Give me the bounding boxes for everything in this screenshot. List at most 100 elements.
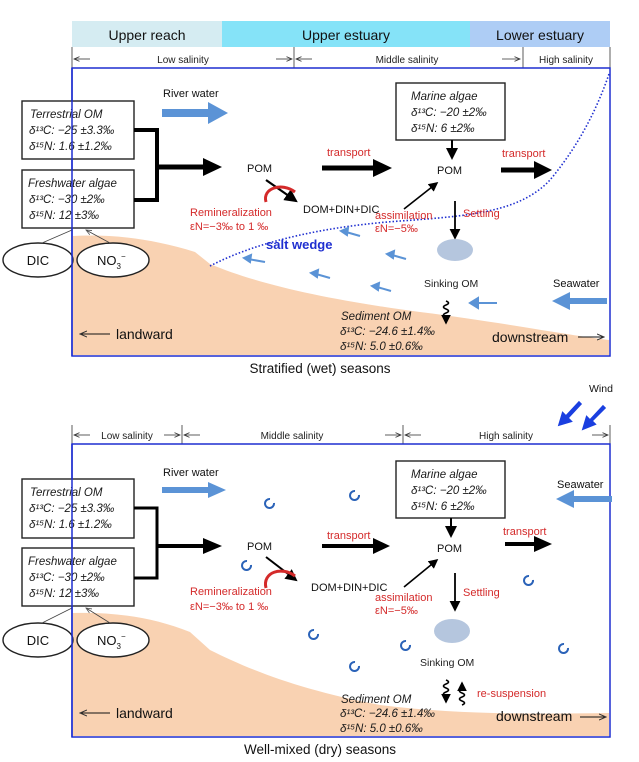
sinking-om-particle-icon-bottom bbox=[434, 619, 470, 643]
seawater-label-bottom: Seawater bbox=[557, 479, 604, 491]
dom-din-dic-label-top: DOM+DIN+DIC bbox=[303, 204, 379, 216]
wind-arrow-icon-1 bbox=[557, 400, 583, 427]
wind-label: Wind bbox=[589, 383, 613, 395]
deposition-squiggle-icon-bottom bbox=[441, 679, 451, 704]
marine-algae-title-top: Marine algae bbox=[411, 91, 477, 103]
transport-arrow-2-top bbox=[534, 161, 552, 179]
transport-arrow-1-top bbox=[373, 159, 392, 177]
salt-wedge-boundary bbox=[209, 73, 610, 267]
salinity-high-bottom: High salinity bbox=[479, 431, 533, 442]
freshwater-algae-n-top: δ¹⁵N: 12 ±3‰ bbox=[29, 210, 99, 222]
salt-wedge-inflow-arrows bbox=[241, 226, 497, 310]
transport-label-1-top: transport bbox=[327, 147, 370, 159]
mixing-icon bbox=[241, 560, 252, 571]
salinity-low-bottom: Low salinity bbox=[101, 431, 153, 442]
sediment-om-c-top: δ¹³C: −24.6 ±1.4‰ bbox=[340, 326, 435, 338]
settling-label-top: Settling bbox=[463, 208, 500, 220]
no3-ellipse-bottom bbox=[76, 622, 150, 658]
marine-algae-c-bottom: δ¹³C: −20 ±2‰ bbox=[411, 485, 487, 497]
pom-label-2-bottom: POM bbox=[437, 543, 462, 555]
assimilation-label-bottom: assimilation bbox=[375, 592, 432, 604]
marine-algae-c-top: δ¹³C: −20 ±2‰ bbox=[411, 107, 487, 119]
zone-label-upper-reach: Upper reach bbox=[108, 27, 185, 43]
no3-label-top: NO3− bbox=[97, 252, 126, 271]
zone-label-lower-estuary: Lower estuary bbox=[496, 27, 584, 43]
remineralization-eps-bottom: εN=−3‰ to 1 ‰ bbox=[190, 601, 268, 613]
terrestrial-om-title-top: Terrestrial OM bbox=[30, 109, 103, 121]
landward-label-top: landward bbox=[116, 326, 173, 342]
transport-label-2-top: transport bbox=[502, 148, 545, 160]
remineralization-curl-icon-bottom bbox=[264, 569, 296, 589]
marine-algae-n-top: δ¹⁵N: 6 ±2‰ bbox=[411, 123, 475, 135]
sinking-om-label-top: Sinking OM bbox=[424, 278, 478, 290]
pom-label-2-top: POM bbox=[437, 165, 462, 177]
mixing-icon bbox=[558, 643, 569, 654]
no3-label-bottom: NO3− bbox=[97, 632, 126, 651]
deposition-squiggle-icon-top bbox=[441, 300, 451, 325]
freshwater-algae-n-bottom: δ¹⁵N: 12 ±3‰ bbox=[29, 588, 99, 600]
sediment-om-c-bottom: δ¹³C: −24.6 ±1.4‰ bbox=[340, 708, 435, 720]
remineralization-label-top: Remineralization bbox=[190, 207, 272, 219]
sediment-om-title-bottom: Sediment OM bbox=[341, 694, 412, 706]
salinity-high-top: High salinity bbox=[539, 55, 593, 66]
assimilation-label-top: assimilation bbox=[375, 210, 432, 222]
top-panel: Upper reach Upper estuary Lower estuary … bbox=[2, 21, 611, 376]
salt-wedge-label: salt wedge bbox=[266, 237, 332, 252]
mixing-icon bbox=[349, 490, 360, 501]
sinking-om-particle-icon-top bbox=[437, 239, 473, 261]
dom-din-dic-label-bottom: DOM+DIN+DIC bbox=[311, 582, 387, 594]
seawater-arrow-top bbox=[552, 292, 607, 310]
mixing-icon bbox=[523, 575, 534, 586]
sinking-om-label-bottom: Sinking OM bbox=[420, 657, 474, 669]
zone-upper-reach bbox=[72, 21, 222, 47]
sediment-om-n-bottom: δ¹⁵N: 5.0 ±0.6‰ bbox=[340, 723, 423, 735]
marine-algae-box-top bbox=[395, 82, 506, 141]
dic-label-top: DIC bbox=[27, 253, 49, 268]
resuspension-label: re-suspension bbox=[477, 688, 546, 700]
marine-algae-box-bottom bbox=[395, 460, 506, 519]
salinity-ruler-top bbox=[71, 47, 611, 68]
caption-top: Stratified (wet) seasons bbox=[249, 361, 390, 376]
mixing-icons bbox=[241, 490, 569, 672]
terrestrial-om-n-bottom: δ¹⁵N: 1.6 ±1.2‰ bbox=[29, 519, 112, 531]
mixing-icon bbox=[264, 498, 275, 509]
bottom-panel: Wind Low salinity Middle salinity High s… bbox=[2, 383, 613, 757]
remineralization-curl-icon-top bbox=[264, 185, 296, 203]
river-water-label-top: River water bbox=[163, 88, 219, 100]
sediment-om-n-top: δ¹⁵N: 5.0 ±0.6‰ bbox=[340, 341, 423, 353]
no3-ellipse-top bbox=[76, 242, 150, 278]
pom-label-1-top: POM bbox=[247, 163, 272, 175]
salinity-low-top: Low salinity bbox=[157, 55, 209, 66]
river-water-arrow-top bbox=[162, 102, 228, 124]
source-to-pom-arrow-bottom bbox=[203, 538, 222, 554]
sediment-top bbox=[73, 235, 609, 355]
terrestrial-om-n-top: δ¹⁵N: 1.6 ±1.2‰ bbox=[29, 141, 112, 153]
dic-label-bottom: DIC bbox=[27, 633, 49, 648]
terrestrial-om-box-top bbox=[21, 100, 135, 160]
dic-ellipse-bottom bbox=[2, 622, 74, 658]
transport-arrow-1-bottom bbox=[373, 538, 390, 554]
salinity-middle-bottom: Middle salinity bbox=[261, 431, 324, 442]
transport-arrow-2-bottom bbox=[534, 536, 552, 552]
caption-bottom: Well-mixed (dry) seasons bbox=[244, 742, 396, 757]
assimilation-eps-bottom: εN=−5‰ bbox=[375, 605, 418, 617]
zone-lower-estuary bbox=[470, 21, 610, 47]
terrestrial-om-box-bottom bbox=[21, 478, 135, 539]
settling-label-bottom: Settling bbox=[463, 587, 500, 599]
freshwater-algae-c-bottom: δ¹³C: −30 ±2‰ bbox=[29, 572, 105, 584]
sediment-bottom bbox=[73, 612, 609, 736]
transport-label-1-bottom: transport bbox=[327, 530, 370, 542]
landward-label-bottom: landward bbox=[116, 705, 173, 721]
pom-label-1-bottom: POM bbox=[247, 541, 272, 553]
mixing-icon bbox=[400, 640, 411, 651]
river-water-label-bottom: River water bbox=[163, 467, 219, 479]
resuspension-squiggle-icon bbox=[457, 681, 467, 706]
remineralization-label-bottom: Remineralization bbox=[190, 586, 272, 598]
sediment-om-title-top: Sediment OM bbox=[341, 311, 412, 323]
marine-algae-title-bottom: Marine algae bbox=[411, 469, 477, 481]
downstream-label-bottom: downstream bbox=[496, 708, 572, 724]
mixing-icon bbox=[308, 629, 319, 640]
seawater-label-top: Seawater bbox=[553, 278, 600, 290]
mixing-icon bbox=[349, 661, 360, 672]
